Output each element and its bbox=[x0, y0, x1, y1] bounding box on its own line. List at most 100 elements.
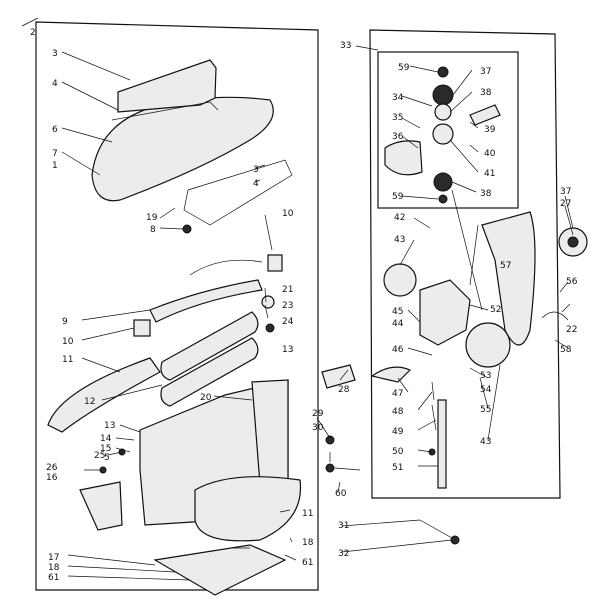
corner-mark bbox=[21, 17, 39, 27]
gear-37 bbox=[432, 84, 454, 106]
bolt-29 bbox=[325, 435, 335, 445]
label-40: 40 bbox=[484, 149, 496, 159]
label-38b: 38 bbox=[480, 189, 492, 199]
wire-handle-top bbox=[111, 101, 219, 121]
wire-handle-lower bbox=[183, 159, 293, 226]
label-23: 23 bbox=[282, 301, 293, 311]
label-61b: 61 bbox=[302, 558, 313, 568]
label-17: 17 bbox=[48, 553, 59, 563]
shaft-49 bbox=[431, 404, 437, 431]
knob-27-center bbox=[567, 236, 579, 248]
label-60: 60 bbox=[335, 489, 347, 499]
label-12: 12 bbox=[84, 397, 95, 407]
label-47: 47 bbox=[392, 389, 403, 399]
label-45: 45 bbox=[392, 307, 403, 317]
label-43b: 43 bbox=[480, 437, 491, 447]
label-25: 25 bbox=[94, 451, 105, 461]
left-frame bbox=[35, 21, 319, 591]
gear-38-upper bbox=[434, 103, 452, 121]
label-52: 52 bbox=[490, 305, 501, 315]
label-20: 20 bbox=[200, 393, 212, 403]
label-29: 29 bbox=[312, 409, 324, 419]
hub-36 bbox=[384, 140, 423, 176]
label-46: 46 bbox=[392, 345, 404, 355]
bracket-left bbox=[79, 481, 123, 531]
pin-31 bbox=[419, 519, 453, 539]
label-59b: 59 bbox=[392, 192, 404, 202]
label-21: 21 bbox=[282, 285, 293, 295]
label-14: 14 bbox=[100, 434, 112, 444]
label-18: 18 bbox=[48, 563, 60, 573]
clip-part bbox=[267, 254, 283, 272]
foot-plate bbox=[153, 544, 287, 596]
label-13b: 13 bbox=[104, 421, 115, 431]
screw-26 bbox=[99, 466, 107, 474]
inset-box bbox=[377, 51, 519, 209]
label-54: 54 bbox=[480, 385, 492, 395]
cord-22 bbox=[541, 311, 569, 321]
roller-lower bbox=[160, 337, 259, 407]
label-37: 37 bbox=[480, 67, 491, 77]
label-8: 8 bbox=[150, 225, 156, 235]
label-19: 19 bbox=[146, 213, 158, 223]
label-32: 32 bbox=[338, 549, 349, 559]
label-28: 28 bbox=[338, 385, 350, 395]
label-22: 22 bbox=[566, 325, 577, 335]
label-9: 9 bbox=[62, 317, 68, 327]
label-39: 39 bbox=[484, 125, 496, 135]
label-48: 48 bbox=[392, 407, 404, 417]
label-41: 41 bbox=[484, 169, 495, 179]
label-2: 2 bbox=[30, 28, 36, 38]
label-15: 15 bbox=[100, 444, 111, 454]
label-30: 30 bbox=[312, 423, 324, 433]
shaft-51 bbox=[437, 399, 447, 489]
drum-55 bbox=[465, 322, 511, 368]
pin-31-head bbox=[450, 535, 460, 545]
label-16: 16 bbox=[46, 473, 58, 483]
bolt-shaft-30 bbox=[334, 467, 361, 471]
label-26: 26 bbox=[46, 463, 58, 473]
label-58: 58 bbox=[560, 345, 572, 355]
label-31: 31 bbox=[338, 521, 349, 531]
top-cover-part bbox=[91, 96, 274, 202]
label-34: 34 bbox=[392, 93, 404, 103]
label-61: 61 bbox=[48, 573, 59, 583]
label-11: 11 bbox=[62, 355, 73, 365]
disc-43 bbox=[383, 263, 417, 297]
label-11b: 11 bbox=[302, 509, 313, 519]
label-24: 24 bbox=[282, 317, 294, 327]
label-49: 49 bbox=[392, 427, 404, 437]
label-10: 10 bbox=[282, 209, 294, 219]
side-arm-part bbox=[47, 357, 161, 433]
label-53: 53 bbox=[480, 371, 491, 381]
right-frame bbox=[369, 29, 561, 499]
ring-59-bottom bbox=[438, 194, 448, 204]
clip-39 bbox=[469, 104, 501, 126]
label-1: 1 bbox=[52, 161, 58, 171]
label-5: 5 bbox=[104, 453, 110, 463]
roller-upper bbox=[160, 311, 259, 381]
bolt-30 bbox=[325, 463, 335, 473]
label-35: 35 bbox=[392, 113, 403, 123]
label-3b: 3 bbox=[253, 165, 259, 175]
label-36: 36 bbox=[392, 132, 404, 142]
gearbox-housing bbox=[419, 279, 471, 346]
label-10b: 10 bbox=[62, 337, 74, 347]
grommet-part bbox=[182, 224, 192, 234]
rail-part bbox=[149, 279, 263, 323]
label-7: 7 bbox=[52, 149, 58, 159]
label-50: 50 bbox=[392, 447, 404, 457]
gear-38-lower bbox=[433, 172, 453, 192]
ring-59-top bbox=[437, 66, 449, 78]
leader-lines bbox=[61, 45, 574, 581]
sleeve-28 bbox=[321, 364, 356, 389]
clip-part-b bbox=[133, 319, 151, 337]
label-6: 6 bbox=[52, 125, 58, 135]
label-37b: 37 bbox=[560, 187, 571, 197]
top-panel-part bbox=[117, 59, 217, 113]
side-cover-57 bbox=[481, 211, 536, 346]
label-57: 57 bbox=[500, 261, 511, 271]
label-27: 27 bbox=[560, 199, 571, 209]
label-43: 43 bbox=[394, 235, 405, 245]
